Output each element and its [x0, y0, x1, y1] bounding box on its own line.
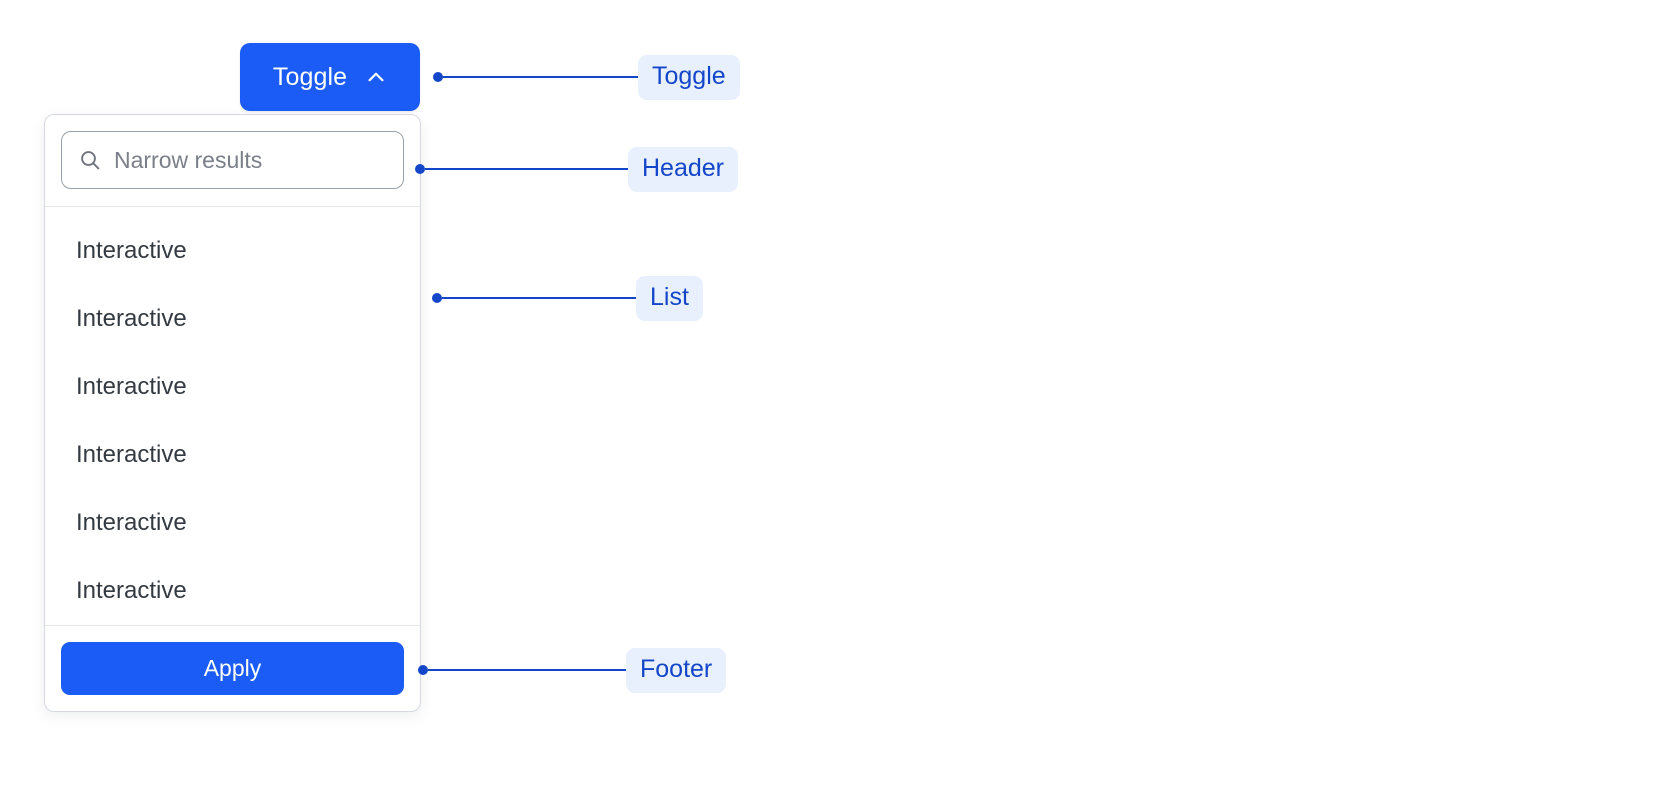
list-item[interactable]: Interactive: [45, 489, 420, 557]
annotation-label: List: [636, 275, 703, 321]
annotation-footer: Footer: [418, 647, 727, 693]
annotation-list: List: [432, 275, 703, 321]
annotation-leader-line: [443, 76, 638, 78]
dropdown-panel: Interactive Interactive Interactive Inte…: [44, 114, 421, 712]
annotation-leader-line: [425, 168, 628, 170]
list-item-label: Interactive: [76, 237, 187, 264]
annotation-dot: [432, 293, 442, 303]
list-item[interactable]: Interactive: [45, 557, 420, 625]
dropdown-header: [45, 115, 420, 207]
chevron-up-icon: [365, 66, 387, 88]
annotation-dot: [433, 72, 443, 82]
annotation-header: Header: [415, 146, 738, 192]
list-item[interactable]: Interactive: [45, 217, 420, 285]
annotation-label: Header: [628, 146, 738, 192]
search-box[interactable]: [61, 131, 404, 189]
toggle-button-label: Toggle: [272, 62, 348, 91]
list-item[interactable]: Interactive: [45, 353, 420, 421]
toggle-button[interactable]: Toggle: [240, 43, 420, 111]
list-item-label: Interactive: [76, 441, 187, 468]
annotation-toggle: Toggle: [433, 54, 740, 100]
dropdown-list: Interactive Interactive Interactive Inte…: [45, 207, 420, 625]
search-input[interactable]: [114, 132, 403, 188]
annotation-label: Toggle: [638, 54, 740, 100]
list-item-label: Interactive: [76, 373, 187, 400]
list-item[interactable]: Interactive: [45, 285, 420, 353]
list-item[interactable]: Interactive: [45, 421, 420, 489]
annotation-leader-line: [428, 669, 626, 671]
search-icon: [78, 148, 114, 172]
annotation-leader-line: [442, 297, 636, 299]
dropdown-footer: Apply: [45, 625, 420, 711]
list-item-label: Interactive: [76, 509, 187, 536]
list-item-label: Interactive: [76, 577, 187, 604]
list-item-label: Interactive: [76, 305, 187, 332]
annotation-label: Footer: [626, 647, 727, 693]
apply-button[interactable]: Apply: [61, 642, 404, 695]
